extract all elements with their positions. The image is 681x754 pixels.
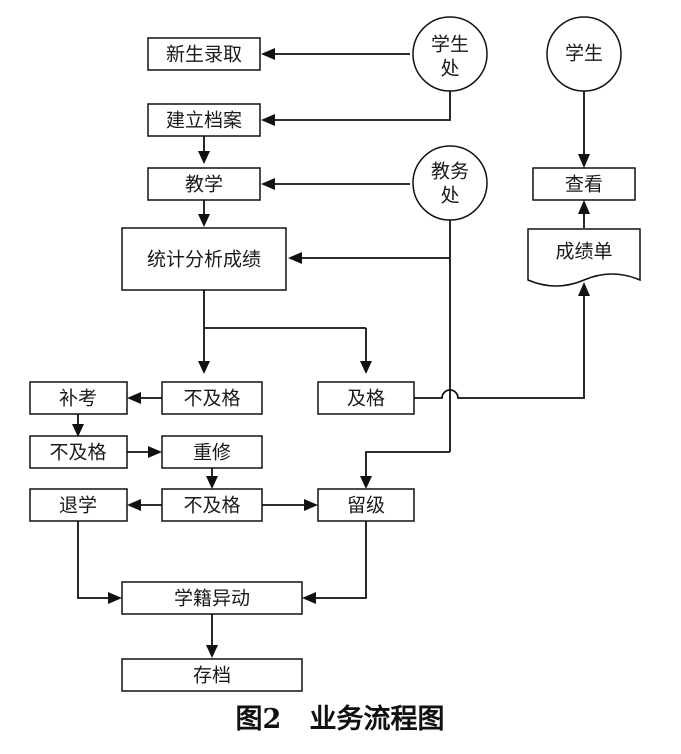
arrowhead [302,592,316,604]
arrowhead [360,476,372,489]
node-box [29,381,128,415]
arrowhead [261,48,275,60]
arrowhead [198,214,210,227]
edge-xueshengchu-jianli [273,86,451,121]
arrowhead [304,499,318,511]
node-bukao: 补考 [29,381,128,415]
node-xueji: 学籍异动 [121,581,303,615]
node-tuixue: 退学 [29,488,128,522]
node-label: 不及格 [183,495,240,517]
actor-label-line1: 教务 [431,161,469,183]
node-jige: 及格 [317,381,415,415]
actor-xueshengchu: 学生 处 [412,16,488,92]
node-box [317,381,415,415]
node-bujige1: 不及格 [161,381,263,415]
actor-circle [412,16,488,92]
node-box [29,435,128,469]
node-box [121,658,303,692]
arrowhead [148,446,162,458]
arrowhead [127,499,141,511]
edge-jiaowuchu-liuji [365,451,450,478]
node-cundang: 存档 [121,658,303,692]
arrowhead [127,392,141,404]
node-xinsheng: 新生录取 [147,37,261,71]
edge-tongji-split [203,290,366,329]
arrowhead [261,178,275,190]
edge-jige-chengjidan [414,292,585,399]
arrowhead [578,154,590,168]
node-label: 学籍异动 [174,588,250,610]
arrowhead [578,200,590,214]
actor-label: 学生 [565,43,603,65]
arrowhead [198,361,210,374]
node-label: 重修 [193,442,231,464]
actor-label-line2: 处 [440,185,459,207]
node-chakan: 查看 [532,167,636,201]
node-box [161,381,263,415]
node-box [147,103,261,137]
node-label: 新生录取 [166,44,242,66]
node-liuji: 留级 [317,488,415,522]
node-label: 存档 [193,665,231,687]
node-label: 查看 [565,174,603,196]
arrowhead [72,424,84,437]
actor-circle [546,16,622,92]
connectors [72,48,590,658]
node-bujige2: 不及格 [29,435,128,469]
actor-label-line2: 处 [440,58,459,80]
node-box [532,167,636,201]
node-box [121,581,303,615]
node-label: 成绩单 [555,241,612,263]
node-label: 补考 [59,388,97,410]
edge-liuji-xueji [314,521,367,599]
arrowhead [206,645,218,658]
arrowhead [108,592,122,604]
node-label: 及格 [347,388,385,410]
node-chongxiu: 重修 [161,435,263,469]
node-label: 不及格 [49,442,106,464]
arrowhead [198,151,210,164]
actor-label-line1: 学生 [431,34,469,56]
arrowhead [578,282,590,296]
node-box [147,37,261,71]
arrowhead [360,361,372,374]
arrowhead [206,476,218,489]
node-jianli: 建立档案 [147,103,261,137]
actor-circle [412,145,488,221]
node-label: 留级 [347,495,385,517]
node-label: 统计分析成绩 [147,249,261,271]
node-box [121,227,287,291]
node-box [161,435,263,469]
edge-tuixue-xueji [77,521,110,599]
node-tongji: 统计分析成绩 [121,227,287,291]
document-shape [527,228,641,287]
node-label: 教学 [185,174,223,196]
node-jiaoxue: 教学 [147,167,261,201]
actor-jiaowuchu: 教务 处 [412,145,488,221]
node-box [147,167,261,201]
node-box [161,488,263,522]
node-box [29,488,128,522]
actor-xuesheng: 学生 [546,16,622,92]
arrowhead [288,252,302,264]
node-label: 不及格 [183,388,240,410]
node-chengjidan: 成绩单 [527,228,641,287]
node-box [317,488,415,522]
node-label: 建立档案 [166,110,242,132]
node-label: 退学 [59,495,97,517]
node-bujige3: 不及格 [161,488,263,522]
figure-caption: 图2 业务流程图 [236,704,445,735]
arrowhead [261,114,275,126]
